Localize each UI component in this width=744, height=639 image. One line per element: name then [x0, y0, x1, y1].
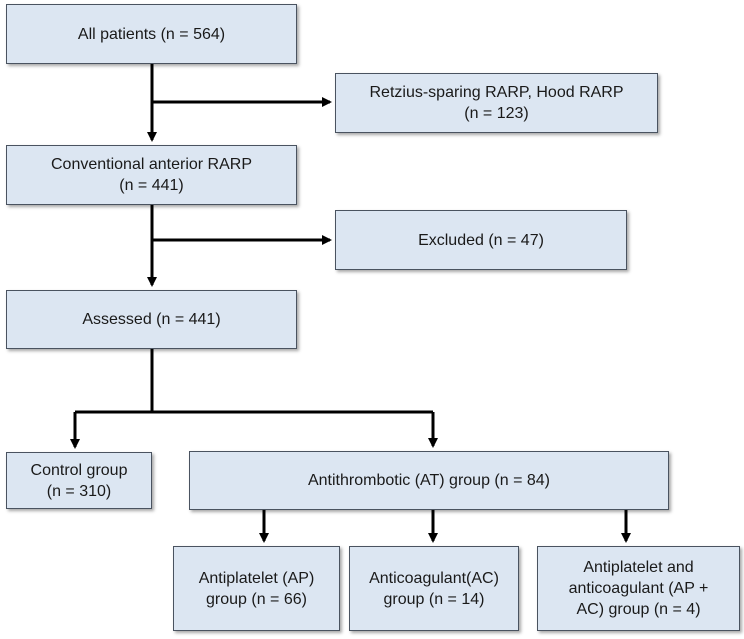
conventional-label: Conventional anterior RARP (n = 441) — [51, 156, 252, 194]
anticoagulant-group-label: Anticoagulant(AC) group (n = 14) — [369, 569, 499, 608]
excluded-label: Excluded (n = 47) — [418, 231, 544, 249]
antiplatelet-group-label: Antiplatelet (AP) group (n = 66) — [198, 569, 315, 608]
excluded-box: Excluded (n = 47) — [335, 210, 627, 270]
ap-ac-group-label: Antiplatelet and anticoagulant (AP + AC)… — [568, 559, 709, 618]
assessed-label: Assessed (n = 441) — [82, 311, 221, 328]
retzius-label: Retzius-sparing RARP, Hood RARP (n = 123… — [369, 84, 624, 122]
antithrombotic-group-box: Antithrombotic (AT) group (n = 84) — [189, 451, 669, 510]
anticoagulant-group-box: Anticoagulant(AC) group (n = 14) — [349, 546, 519, 631]
all-patients-box: All patients (n = 564) — [6, 4, 297, 64]
retzius-box: Retzius-sparing RARP, Hood RARP (n = 123… — [335, 73, 658, 133]
all-patients-label: All patients (n = 564) — [77, 25, 226, 43]
control-group-label: Control group (n = 310) — [30, 461, 128, 500]
antithrombotic-group-label: Antithrombotic (AT) group (n = 84) — [307, 472, 551, 489]
antiplatelet-group-box: Antiplatelet (AP) group (n = 66) — [173, 546, 340, 631]
conventional-box: Conventional anterior RARP (n = 441) — [6, 145, 297, 205]
assessed-box: Assessed (n = 441) — [6, 290, 297, 349]
control-group-box: Control group (n = 310) — [6, 452, 152, 509]
ap-ac-group-box: Antiplatelet and anticoagulant (AP + AC)… — [537, 546, 740, 631]
